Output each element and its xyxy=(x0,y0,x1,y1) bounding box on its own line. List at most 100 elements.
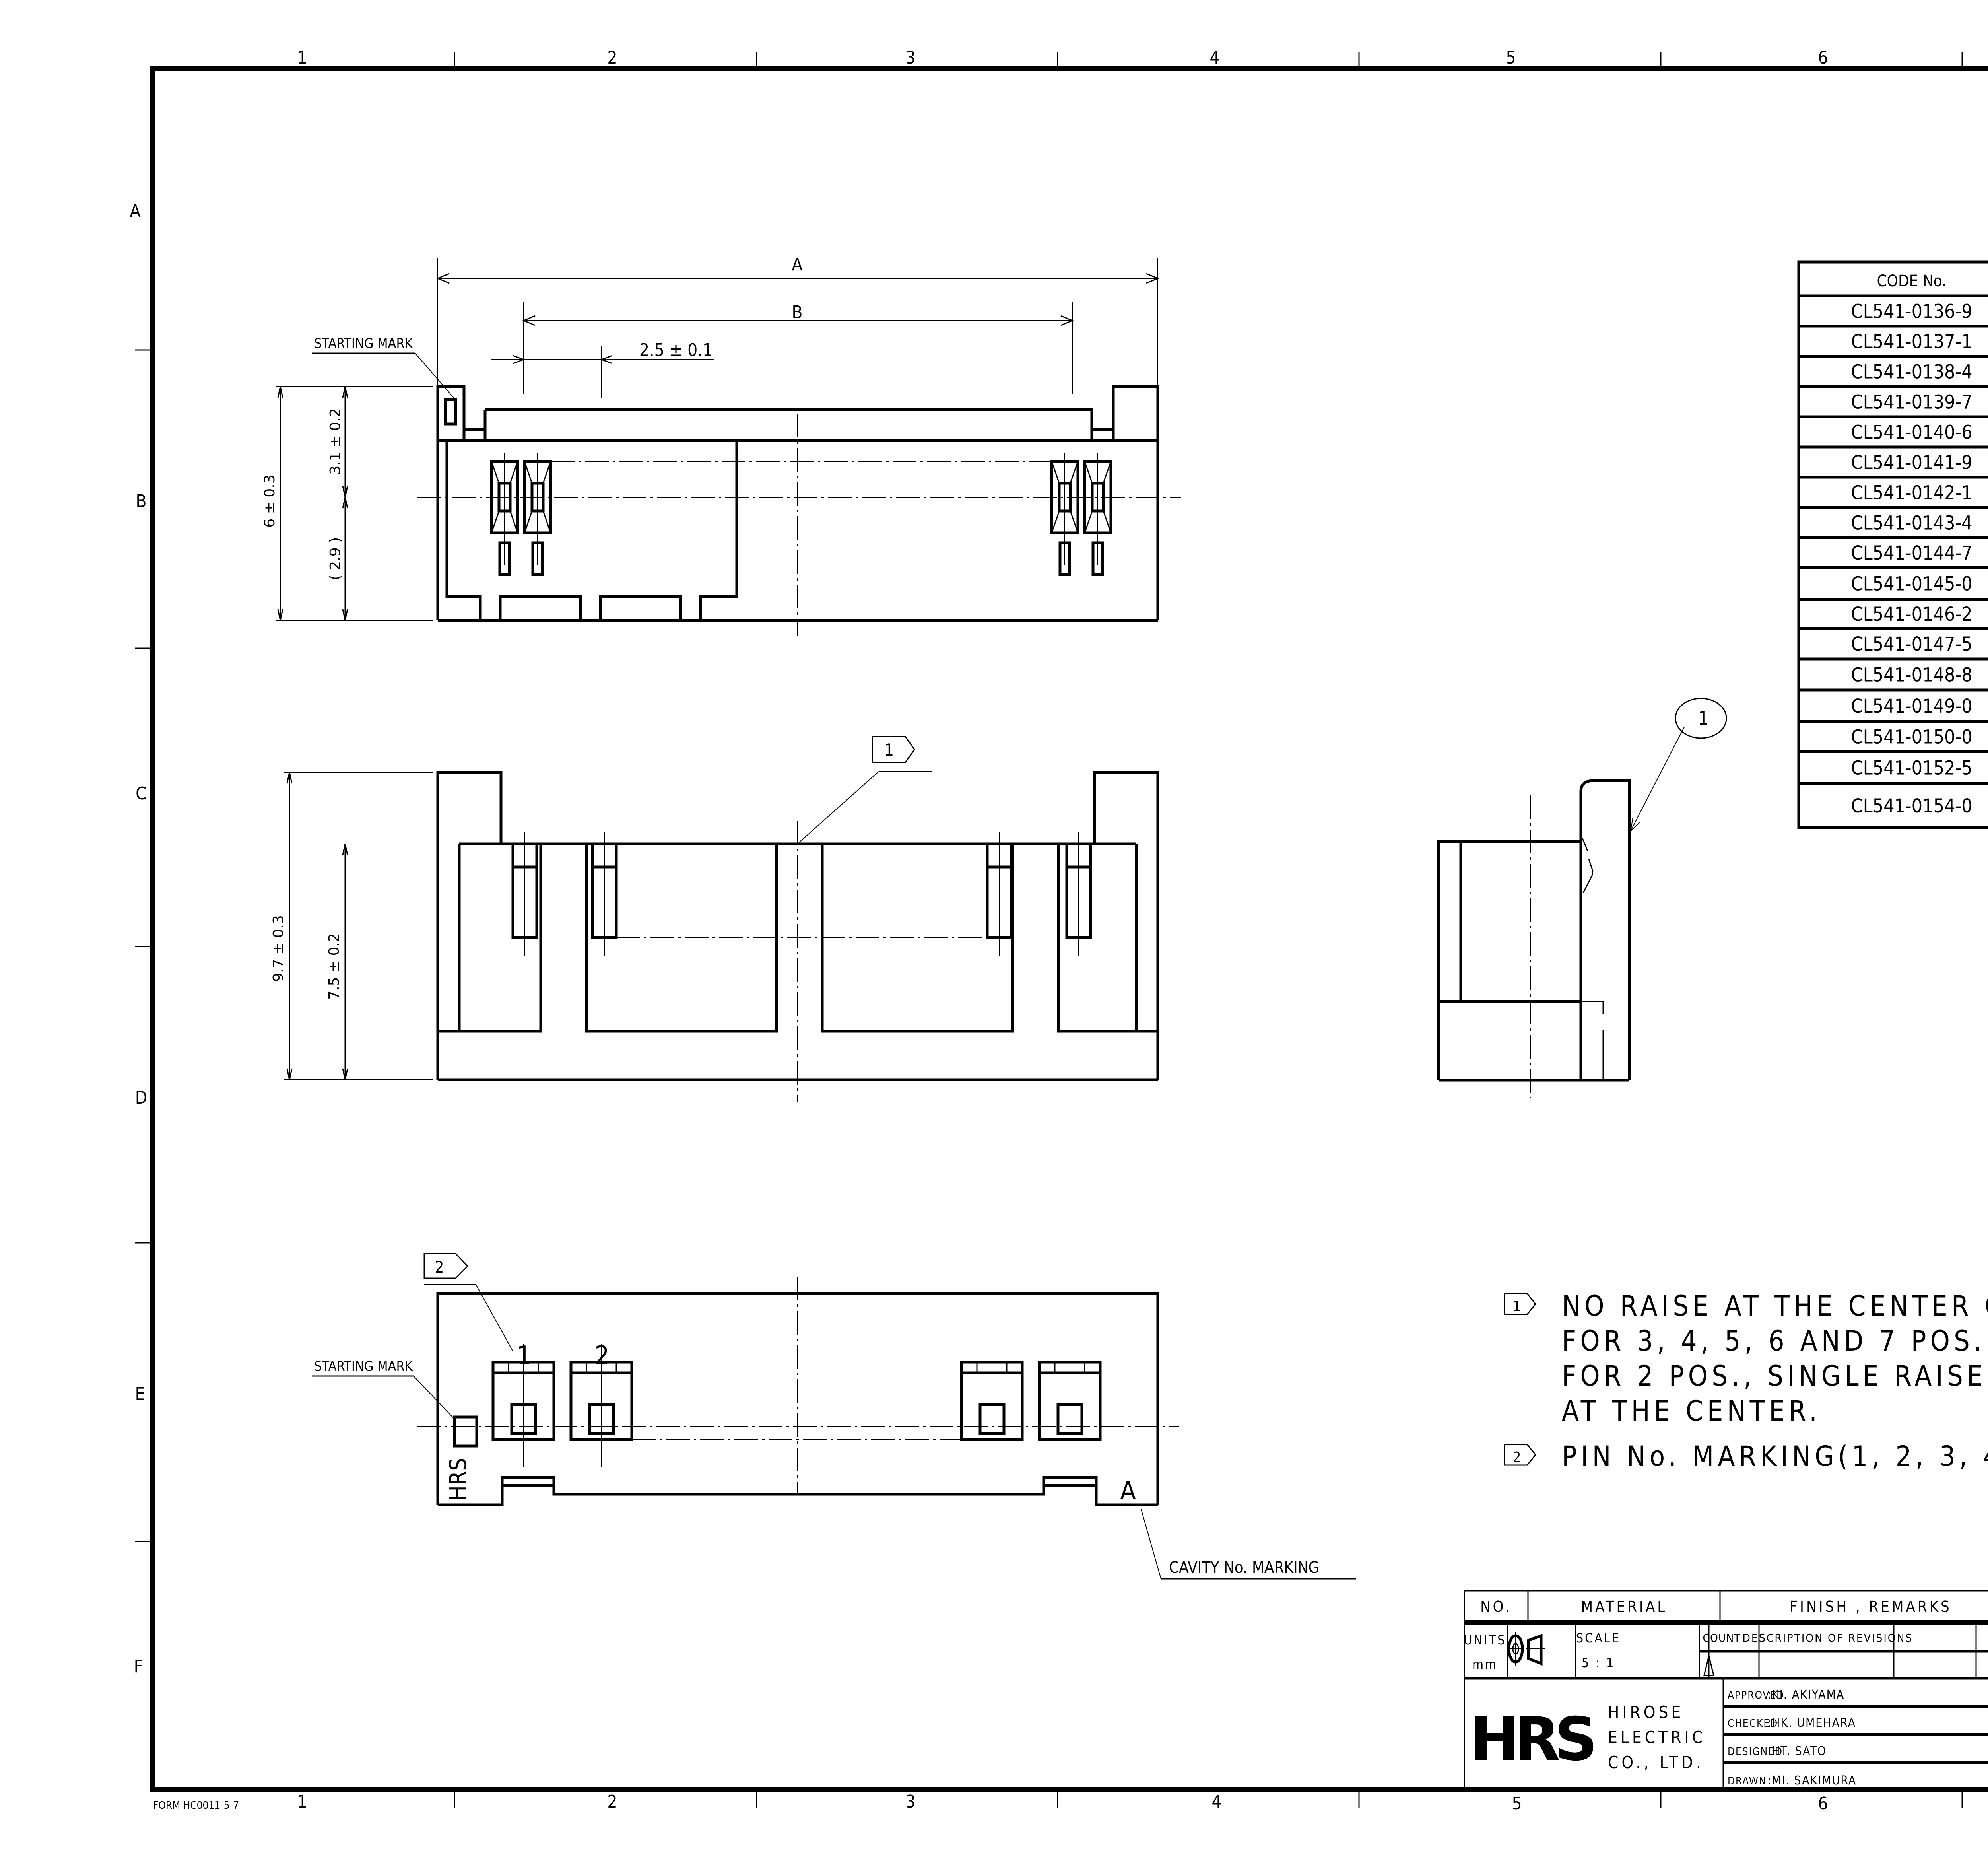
cavity-marking-label: CAVITY No. MARKING xyxy=(1169,1559,1320,1577)
units-value: mm xyxy=(1472,1657,1498,1672)
note-1-line-1: NO RAISE AT THE CENTER OF THE HOUSING xyxy=(1562,1290,1988,1322)
table-row: CL541-0146-2DF1-12S-2.5C1233.0±0.327.5±0… xyxy=(1851,603,1972,626)
table-row: CL541-0140-6DF1-6S-2.5C618.0±0.312.5±0.2 xyxy=(1851,421,1972,443)
code-no-cell: CL541-0137-1 xyxy=(1851,330,1972,353)
note-1-line-3: FOR 2 POS., SINGLE RAISE IS PROVIDED xyxy=(1562,1360,1988,1392)
table-row: CL541-0154-0DF1-20S-2.5C2053.0±0.447.5±0… xyxy=(1851,795,1972,817)
pin-number-2: 2 xyxy=(595,1341,610,1370)
zone-col-4: 4 xyxy=(1209,48,1219,68)
table-row: CL541-0143-4DF1-9S-2.5C925.5±0.320.0±0.2 xyxy=(1851,512,1972,534)
zone-row-a: A xyxy=(130,201,140,221)
sig-designed-name: :HT. SATO xyxy=(1767,1744,1827,1758)
sig-approved-name: :KI. AKIYAMA xyxy=(1767,1688,1844,1702)
table-row: CL541-0136-9DF1-2S-2.5C28.0±0.32.5±0.2 xyxy=(1851,300,1972,323)
table-body: CL541-0136-9DF1-2S-2.5C28.0±0.32.5±0.2CL… xyxy=(1851,300,1972,817)
table-row: CL541-0147-5DF1-13S-2.5C1335.5±0.430.0±0… xyxy=(1851,633,1972,655)
height-2-9-dim: ( 2.9 ) xyxy=(327,537,344,580)
svg-text:1: 1 xyxy=(884,740,894,760)
zone-labels: 1 2 3 4 5 6 7 8 1 2 3 4 5 6 7 8 A B C D … xyxy=(130,48,1828,1814)
table-row: CL541-0142-1DF1-8S-2.5C823.0±0.317.5±0.2 xyxy=(1851,482,1972,504)
zone-col-4-bottom: 4 xyxy=(1211,1792,1221,1812)
note-1-line-2: FOR 3, 4, 5, 6 AND 7 POS. xyxy=(1562,1325,1986,1357)
front-view: 1 9.7 ± 0.3 7.5 ± 0.2 xyxy=(270,736,1159,1102)
item-balloon-1: 1 xyxy=(1630,698,1727,832)
header-code-no: CODE No. xyxy=(1877,272,1947,290)
sig-approved-role: APPROVED xyxy=(1728,1689,1784,1701)
zone-row-c: C xyxy=(136,783,147,804)
zone-row-f: F xyxy=(134,1656,143,1677)
zone-row-d: D xyxy=(135,1088,148,1108)
note-2-flag: 2 xyxy=(423,1253,513,1352)
table-row: CL541-0141-9DF1-7S-2.5C720.5±0.315.0±0.2 xyxy=(1851,451,1972,474)
zone-row-e: E xyxy=(135,1384,145,1404)
table-row: CL541-0152-5DF1-18S-2.5C1848.0±0.442.5±0… xyxy=(1851,757,1972,779)
bottom-view: 1 2 HRS A CAVITY No. MARKING STARTING MA… xyxy=(312,1253,1356,1580)
company-name-line-3: CO., LTD. xyxy=(1608,1753,1704,1772)
mat-header-finish-left: FINISH , REMARKS xyxy=(1790,1598,1951,1615)
height-9-7-dim: 9.7 ± 0.3 xyxy=(270,915,287,982)
code-no-cell: CL541-0139-7 xyxy=(1851,391,1972,413)
height-7-5-dim: 7.5 ± 0.2 xyxy=(326,933,342,1000)
revision-triangle-icon xyxy=(1703,1655,1714,1676)
table-row: CL541-0145-0DF1-11S-2.5C1130.5±0.325.0±0… xyxy=(1851,573,1972,595)
scale-label: SCALE xyxy=(1576,1631,1621,1646)
title-block: 1 POLYAMIDE LIGHT BROWN, UL94V-0 NO. MAT… xyxy=(1464,1590,1988,1790)
sig-drawn-role: DRAWN xyxy=(1728,1775,1767,1787)
note-1-flag-icon xyxy=(1504,1293,1536,1315)
note-1-line-4: AT THE CENTER. xyxy=(1562,1395,1821,1427)
table-row: CL541-0139-7DF1-5S-2.5C515.5±0.310.0±0.2 xyxy=(1851,391,1972,413)
code-no-cell: CL541-0142-1 xyxy=(1851,482,1972,504)
dim-b-label: B xyxy=(792,302,802,323)
code-no-cell: CL541-0143-4 xyxy=(1851,512,1972,534)
table-row: CL541-0149-0DF1-15S-2.5C1540.5±0.435.0±0… xyxy=(1851,695,1972,717)
hrs-logo: HRS xyxy=(1470,1705,1594,1774)
code-no-cell: CL541-0138-4 xyxy=(1851,361,1972,383)
note-1-flag-number: 1 xyxy=(1513,1298,1521,1315)
code-no-cell: CL541-0136-9 xyxy=(1851,300,1972,323)
rev-header-description: DESCRIPTION OF REVISIONS xyxy=(1743,1631,1913,1644)
dim-a-label: A xyxy=(792,255,802,275)
height-6-dim: 6 ± 0.3 xyxy=(262,474,278,527)
cavity-letter: A xyxy=(1120,1476,1136,1506)
code-no-cell: CL541-0148-8 xyxy=(1851,664,1972,686)
code-no-cell: CL541-0146-2 xyxy=(1851,603,1972,626)
sig-checked-role: CHECKED xyxy=(1728,1718,1778,1730)
zone-col-5-bottom: 5 xyxy=(1512,1794,1522,1814)
top-view: A B 2.5 ± 0.1 STARTING MARK xyxy=(262,255,1181,636)
code-no-cell: CL541-0144-7 xyxy=(1851,542,1972,564)
starting-mark-label: STARTING MARK xyxy=(314,336,413,352)
zone-col-3: 3 xyxy=(905,48,915,68)
company-name-line-2: ELECTRIC xyxy=(1608,1728,1706,1747)
code-no-cell: CL541-0152-5 xyxy=(1851,757,1972,779)
sig-drawn-name: :MI. SAKIMURA xyxy=(1767,1774,1856,1788)
table-row: CL541-0137-1DF1-3S-2.5C310.5±0.35.0±0.2 xyxy=(1851,330,1972,353)
zone-col-6-bottom: 6 xyxy=(1818,1794,1828,1814)
rev-header-count: COUNT xyxy=(1703,1631,1740,1644)
zone-col-6: 6 xyxy=(1818,48,1828,68)
zone-col-1-bottom: 1 xyxy=(297,1792,307,1812)
code-no-cell: CL541-0147-5 xyxy=(1851,633,1972,655)
units-label: UNITS xyxy=(1464,1633,1507,1648)
table-row: CL541-0150-0DF1-16S-2.5C1643.0±0.437.5±0… xyxy=(1851,726,1972,748)
form-number: FORM HC0011-5-7 xyxy=(153,1800,239,1811)
zone-col-5: 5 xyxy=(1506,48,1516,68)
bottom-starting-mark-label: STARTING MARK xyxy=(314,1359,413,1374)
note-2-line-1: PIN No. MARKING(1, 2, 3, 4...20) xyxy=(1562,1440,1988,1473)
code-no-cell: CL541-0145-0 xyxy=(1851,573,1972,595)
pitch-dim-label: 2.5 ± 0.1 xyxy=(639,340,712,360)
third-angle-projection-icon xyxy=(1507,1632,1545,1666)
sheet-border xyxy=(135,52,1988,1808)
molded-hrs-logo: HRS xyxy=(445,1458,472,1501)
table-row: CL541-0138-4DF1-4S-2.5C413.0±0.37.5±0.2 xyxy=(1851,361,1972,383)
code-no-cell: CL541-0140-6 xyxy=(1851,421,1972,443)
sig-checked-name: :HK. UMEHARA xyxy=(1767,1716,1856,1730)
code-no-cell: CL541-0149-0 xyxy=(1851,695,1972,717)
code-no-cell: CL541-0154-0 xyxy=(1851,795,1972,817)
table-header: CODE No. PART No. CONTACT A B xyxy=(1877,272,1947,290)
sig-designed-role: DESIGNED xyxy=(1728,1746,1783,1758)
zone-col-2-bottom: 2 xyxy=(607,1792,617,1812)
svg-text:1: 1 xyxy=(1698,707,1708,729)
zone-col-2: 2 xyxy=(607,48,617,68)
zone-col-3-bottom: 3 xyxy=(905,1792,915,1812)
